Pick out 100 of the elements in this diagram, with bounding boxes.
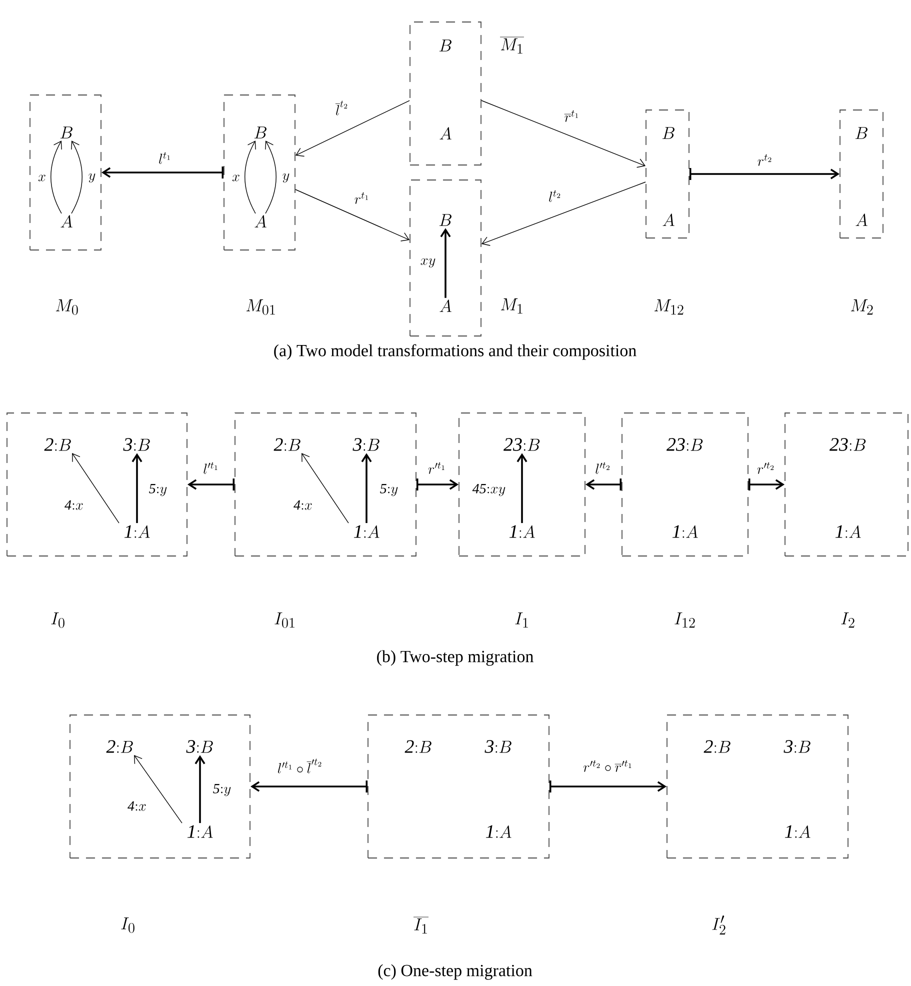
arrow [50, 140, 62, 214]
arrow [549, 780, 667, 793]
edge-label: $r^{t_1}$ [354, 192, 368, 204]
edge-label: $r'^{t_2}$ [757, 462, 774, 474]
element-label: $\mathit{1}{:}A$ [486, 825, 512, 838]
element-label: $A$ [856, 214, 868, 226]
edge-label: $\mathit{5}{:}y$ [213, 784, 231, 796]
model-name: $I_{12}$ [674, 612, 695, 628]
arrow [134, 755, 182, 824]
model-box [646, 110, 690, 238]
element-label: $B$ [254, 126, 266, 138]
element-label: $B$ [60, 126, 72, 138]
element-label: $\mathit{23}{:}B$ [504, 438, 540, 451]
arrow [302, 453, 349, 524]
model-box [224, 94, 296, 250]
arrow [194, 755, 206, 824]
element-label: $\mathit{2}{:}B$ [44, 438, 71, 451]
model-name: $M_{12}$ [654, 299, 684, 315]
element-label: $\mathit{23}{:}B$ [666, 438, 703, 451]
element-label: $\mathit{1}{:}A$ [672, 525, 698, 538]
element-label: $\mathit{23}{:}B$ [830, 438, 866, 451]
arrow [187, 478, 235, 490]
model-name: $I_{0}$ [121, 917, 134, 933]
edge-label: $\overline{l}^{t_2}$ [335, 100, 348, 116]
model-box [666, 714, 848, 858]
edge-label: $\mathit{4}{:}x$ [64, 500, 83, 510]
element-label: $B$ [855, 127, 868, 139]
arrow [250, 780, 368, 793]
model-box [70, 714, 250, 858]
edge-label: $\mathit{4}{:}x$ [128, 801, 146, 811]
model-name: $I_{1}$ [515, 612, 528, 628]
model-name: $M_{2}$ [850, 299, 873, 315]
arrow [101, 166, 224, 178]
arrow [361, 453, 372, 524]
arrow [265, 140, 277, 214]
edge-label: $y$ [282, 173, 290, 183]
arrow [416, 478, 459, 490]
arrow [295, 189, 410, 242]
edge-label: $\mathit{4}{:}x$ [294, 500, 312, 510]
arrow [748, 478, 785, 490]
model-box [458, 412, 586, 556]
model-name: $I'_{2}$ [712, 916, 726, 934]
edge-label: $\overline{r}^{t_1}$ [564, 110, 578, 122]
model-box [784, 412, 908, 556]
element-label: $\mathit{2}{:}B$ [704, 740, 730, 753]
edge-label: $l'^{t_1}$ [204, 462, 218, 474]
model-box [6, 412, 188, 556]
model-box [622, 412, 748, 556]
edge-label: $y$ [88, 173, 96, 183]
box-name: $\overline{M_{1}}$ [500, 37, 524, 54]
element-label: $A$ [440, 127, 452, 140]
element-label: $B$ [439, 40, 452, 52]
caption: (c) One-step migration [378, 964, 532, 980]
arrow [585, 478, 622, 490]
model-name: $\overline{I_{1}}$ [414, 917, 428, 934]
element-label: $\mathit{1}{:}A$ [509, 525, 535, 538]
element-label: $\mathit{3}{:}B$ [352, 438, 380, 451]
arrow [440, 228, 451, 298]
model-box [30, 94, 102, 250]
edge-label: $l^{t_2}$ [549, 190, 560, 202]
edge-label: $\mathit{5}{:}y$ [149, 484, 167, 496]
edge-label: $r'^{t_1}$ [428, 462, 444, 474]
model-name: $M_{0}$ [56, 299, 78, 315]
edge-label: $\mathit{45}{:}xy$ [472, 484, 506, 496]
arrow [689, 168, 840, 180]
element-label: $\mathit{1}{:}A$ [784, 825, 810, 838]
element-label: $\mathit{2}{:}B$ [274, 438, 300, 451]
model-name: $M_{01}$ [246, 299, 275, 315]
element-label: $A$ [440, 300, 452, 312]
arrow [72, 453, 120, 524]
element-label: $\mathit{1}{:}A$ [354, 525, 380, 538]
model-box [368, 714, 550, 858]
element-label: $\mathit{3}{:}B$ [123, 438, 150, 451]
model-name: $I_{2}$ [841, 612, 854, 628]
edge-label: $\mathit{5}{:}y$ [380, 484, 398, 496]
element-label: $\mathit{1}{:}A$ [835, 525, 861, 538]
caption: (a) Two model transformations and their composition [274, 344, 636, 360]
arrow [516, 453, 528, 524]
element-label: $\mathit{2}{:}B$ [404, 740, 432, 753]
element-label: $\mathit{3}{:}B$ [784, 740, 810, 753]
model-name: $I_{0}$ [51, 612, 64, 628]
element-label: $A$ [254, 215, 266, 228]
edge-label: $x$ [232, 174, 240, 182]
element-label: $\mathit{3}{:}B$ [186, 740, 213, 753]
edge-label: $r'^{t_2}\circ\overline{r}'^{t_1}$ [584, 760, 632, 772]
model-name: $I_{01}$ [274, 612, 294, 628]
caption: (b) Two-step migration [377, 650, 534, 666]
arrow [481, 100, 646, 168]
model-box [840, 110, 884, 238]
arrow [295, 100, 410, 157]
arrow [132, 453, 142, 524]
edge-label: $l'^{t_1}\circ\overline{l}'^{t_2}$ [278, 758, 322, 774]
element-label: $\mathit{2}{:}B$ [106, 740, 133, 753]
arrow [481, 182, 646, 246]
box-name: $M_{1}$ [500, 298, 522, 314]
element-label: $B$ [439, 214, 452, 226]
arrow [71, 140, 83, 214]
element-label: $B$ [662, 127, 674, 139]
edge-label: $l^{t_1}$ [159, 152, 170, 164]
edge-label: $l'^{t_2}$ [596, 462, 610, 474]
